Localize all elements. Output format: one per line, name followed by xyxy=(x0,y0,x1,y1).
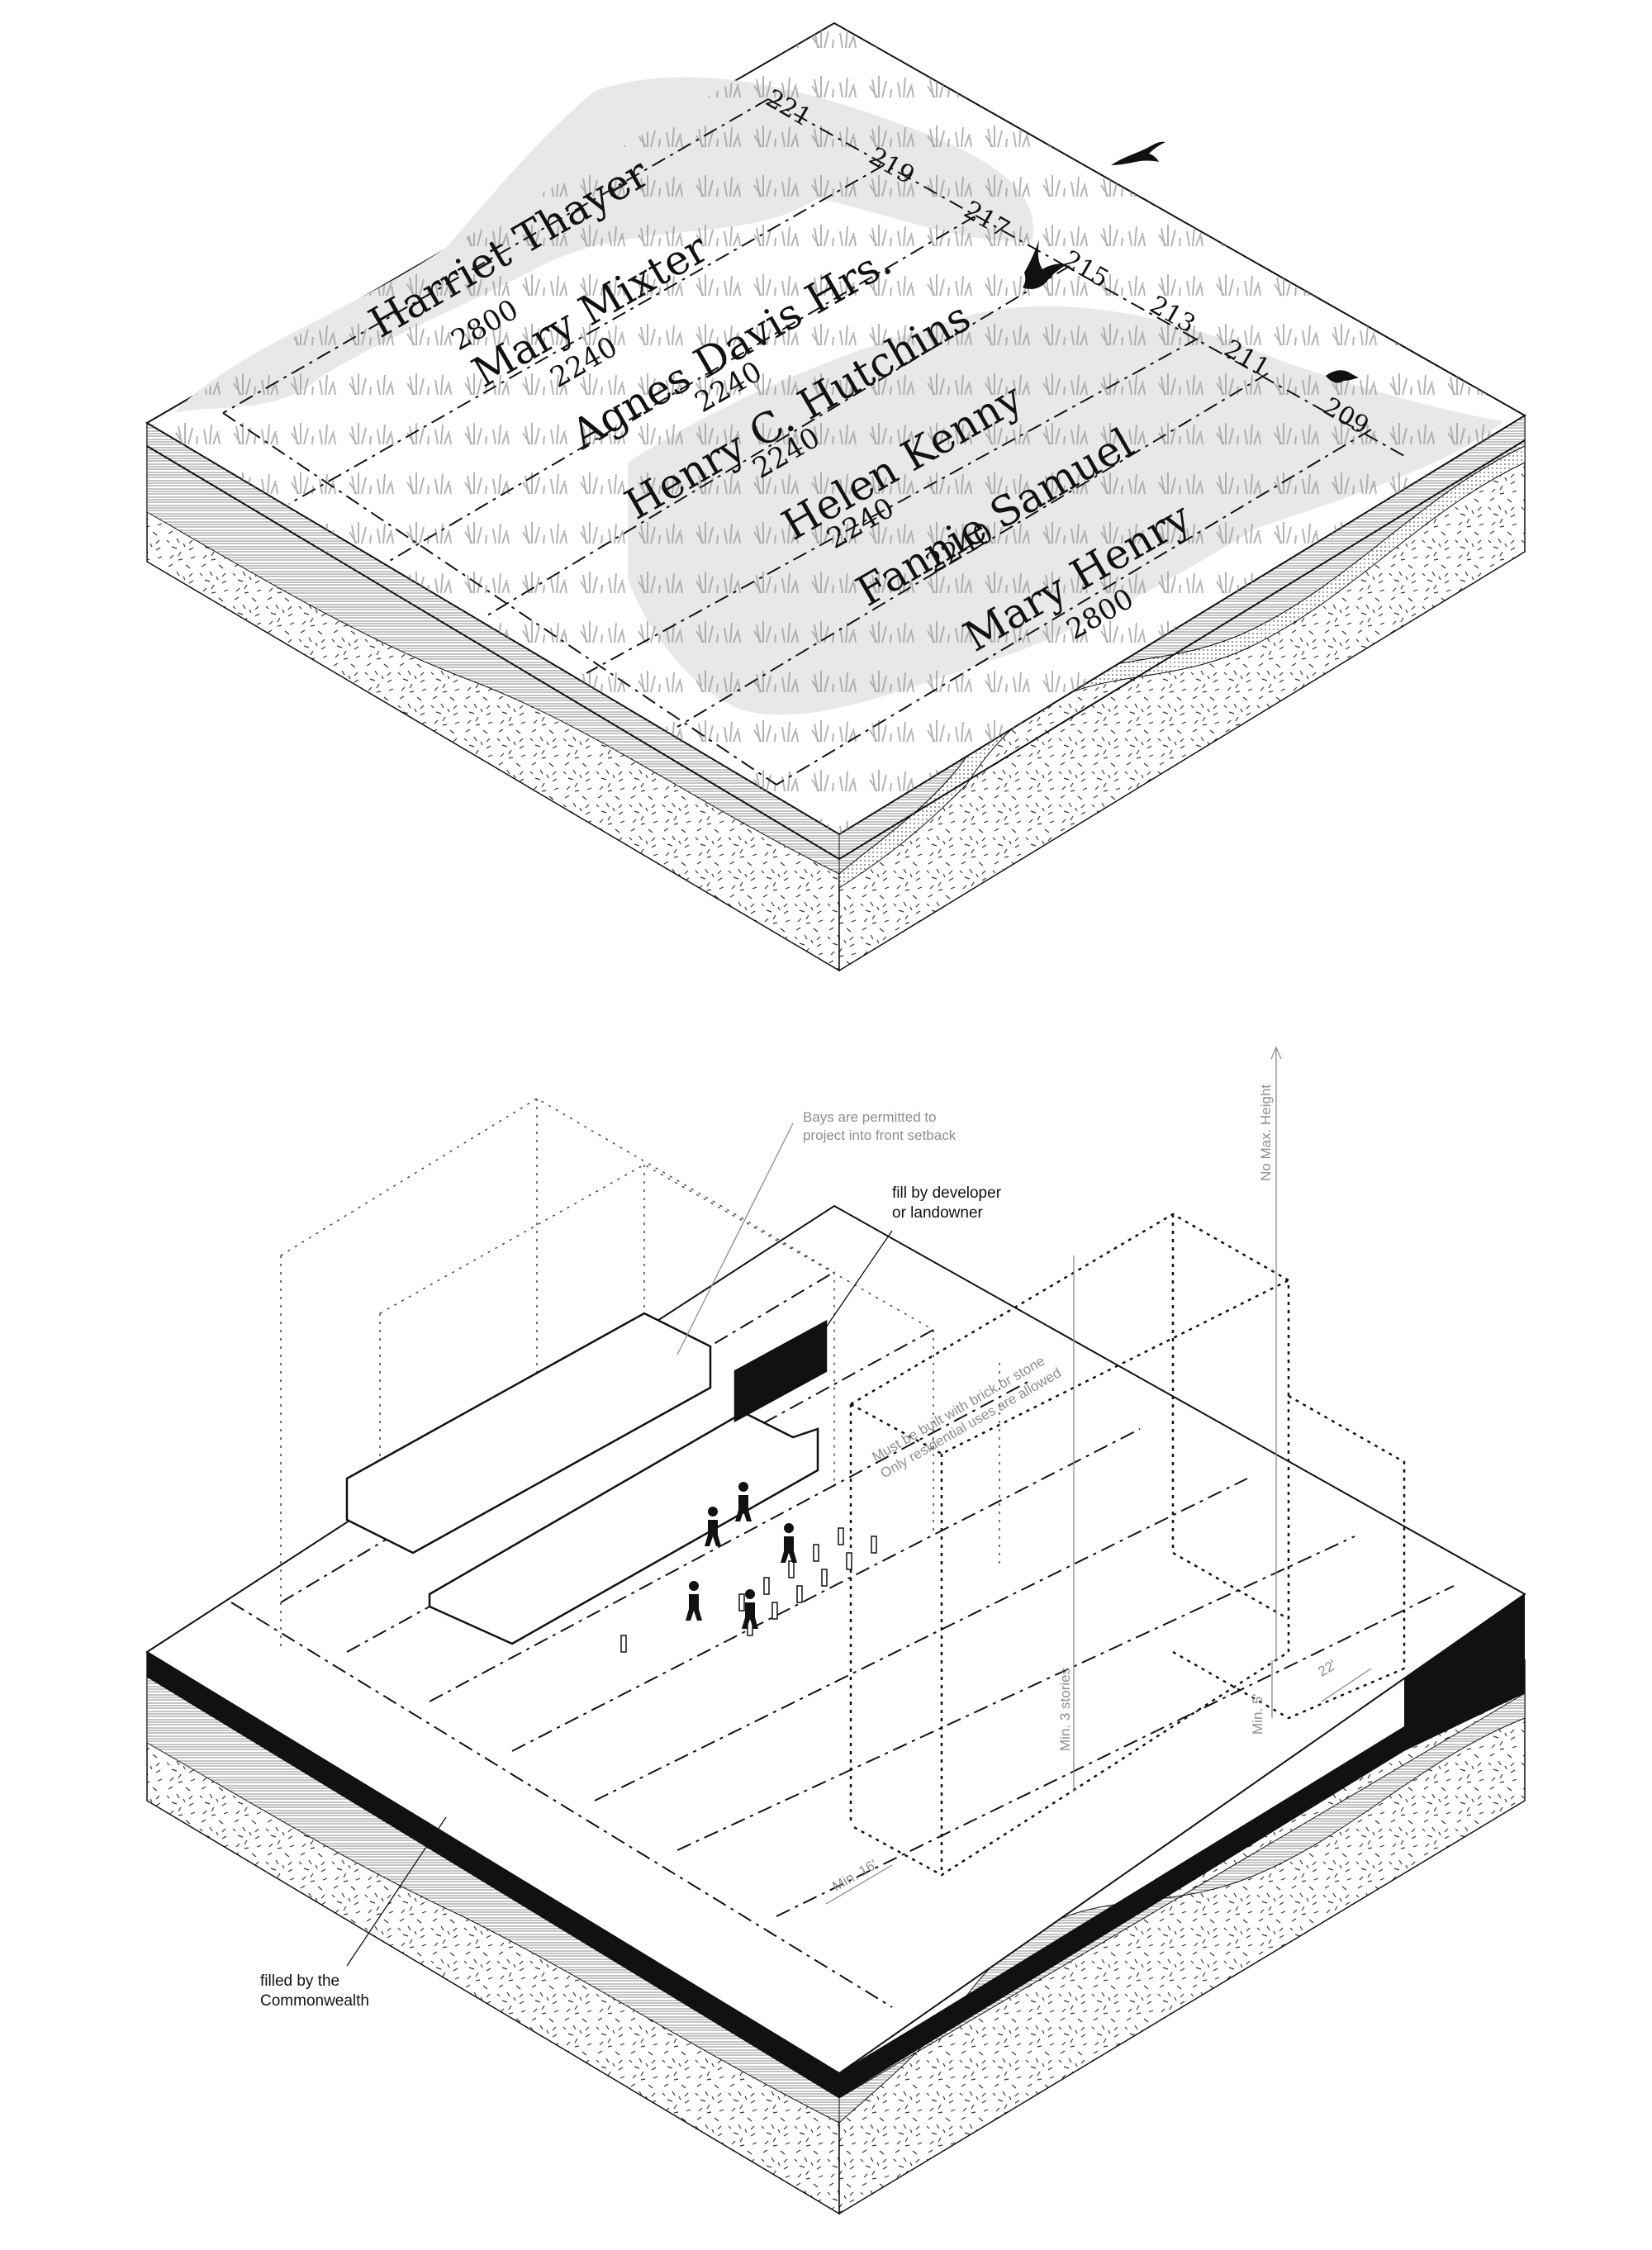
marsh-plan-block: 221 219 217 215 213 211 209 Harriet Thay… xyxy=(147,23,1525,971)
fill-developer-note: or landowner xyxy=(892,1204,984,1222)
commonwealth-note: filled by the xyxy=(260,1972,339,1990)
min-stories-label: Min. 3 stories xyxy=(1057,1668,1073,1751)
block-surface xyxy=(147,1206,1525,2073)
fill-developer-note: fill by developer xyxy=(892,1184,1002,1202)
commonwealth-note: Commonwealth xyxy=(260,1992,369,2010)
max-height-label: No Max. Height xyxy=(1258,1085,1274,1181)
zoning-block: Bays are permitted to project into front… xyxy=(147,1047,1525,2214)
marsh-vegetation xyxy=(147,23,1525,834)
bird-icon xyxy=(1111,142,1165,165)
bays-note: Bays are permitted to xyxy=(803,1109,937,1125)
min-setback-label: Min. 5' xyxy=(1250,1693,1265,1735)
bays-note: project into front setback xyxy=(803,1127,957,1143)
